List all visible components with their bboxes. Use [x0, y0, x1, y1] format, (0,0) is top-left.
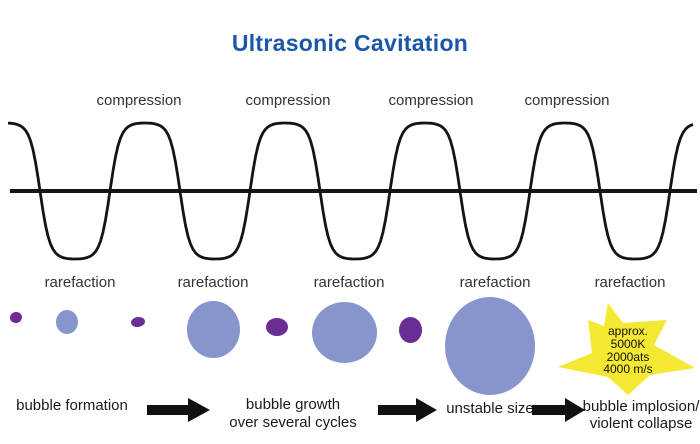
cavitation-nucleus: [8, 310, 24, 325]
star-line: 4000 m/s: [603, 362, 653, 377]
implosion-star-icon: [558, 303, 695, 395]
rarefaction-label: rarefaction: [44, 274, 116, 291]
compression-label: compression: [524, 92, 610, 109]
cavitation-bubble: [187, 301, 240, 358]
rarefaction-label: rarefaction: [594, 274, 666, 291]
rarefaction-label: rarefaction: [177, 274, 249, 291]
cavitation-bubble-unstable: [445, 297, 535, 395]
pressure-wave: [7, 121, 697, 261]
star-annotation: approx. 5000K 2000ats 4000 m/s: [573, 325, 683, 376]
flow-arrow-icon: [147, 398, 210, 422]
stage-caption-bubble-growth: bubble growth over several cycles: [229, 396, 357, 431]
stage-caption-unstable-size: unstable size: [446, 400, 534, 417]
rarefaction-label: rarefaction: [313, 274, 385, 291]
cavitation-nucleus: [399, 317, 422, 343]
flow-arrow-icon: [378, 398, 437, 422]
cavitation-bubble: [312, 302, 377, 363]
cavitation-nucleus: [130, 316, 146, 328]
star-line: 5000K: [610, 336, 646, 351]
page-title: Ultrasonic Cavitation: [231, 30, 469, 56]
star-line: 2000ats: [606, 349, 650, 364]
rarefaction-label: rarefaction: [459, 274, 531, 291]
star-line: approx.: [607, 324, 649, 338]
wave-path: [7, 121, 694, 261]
cavitation-nucleus: [266, 318, 288, 336]
flow-arrow-icon: [532, 398, 585, 422]
stage-caption-bubble-implosion: bubble implosion/ violent collapse: [582, 398, 700, 432]
compression-label: compression: [96, 92, 182, 109]
stage-caption-bubble-formation: bubble formation: [16, 397, 128, 414]
cavitation-bubble: [56, 310, 78, 334]
star-burst-shape: [558, 303, 695, 395]
compression-label: compression: [245, 92, 331, 109]
compression-label: compression: [388, 92, 474, 109]
